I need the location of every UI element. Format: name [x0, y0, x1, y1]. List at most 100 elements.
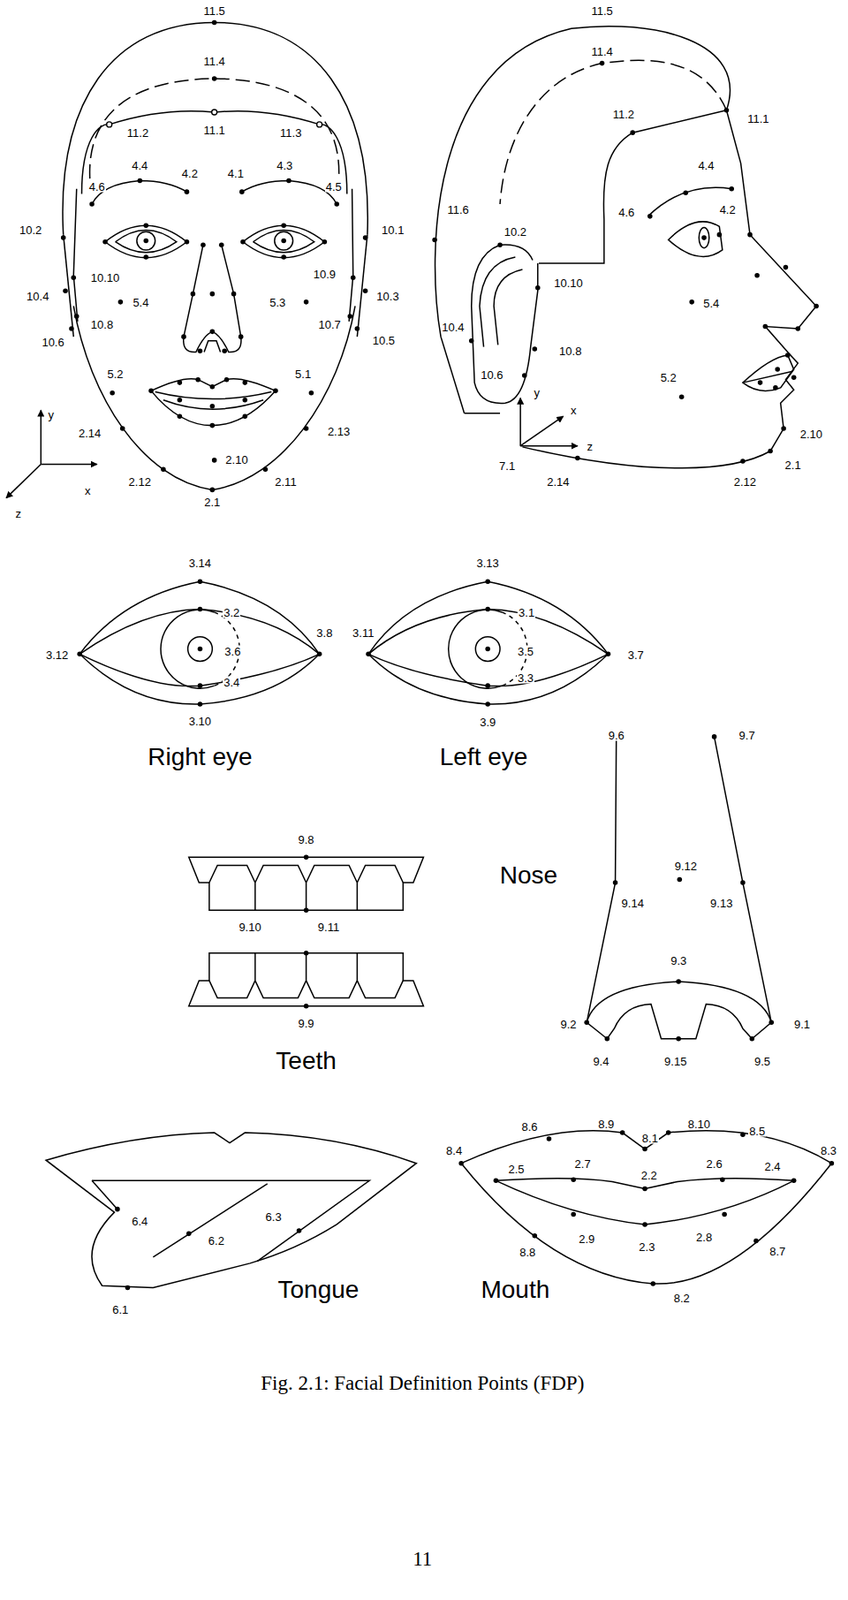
point-marker — [355, 325, 361, 332]
nose-line — [221, 244, 242, 337]
point-marker — [240, 239, 246, 245]
point-label: 10.2 — [18, 223, 43, 235]
eyebrow — [91, 180, 187, 205]
point-label: 8.6 — [521, 1120, 539, 1133]
point-marker — [599, 60, 606, 67]
point-label: 9.6 — [607, 728, 626, 741]
point-label: 4.6 — [88, 181, 106, 193]
lip-line — [742, 371, 792, 383]
point-label: 9.9 — [297, 1016, 316, 1029]
point-marker — [613, 734, 620, 740]
point-marker — [575, 455, 581, 462]
lips — [742, 355, 795, 391]
point-marker — [791, 1178, 797, 1184]
point-marker — [76, 651, 83, 658]
point-label: 10.4 — [440, 320, 465, 333]
hair-line — [90, 78, 340, 179]
point-marker — [768, 1020, 774, 1026]
point-marker — [774, 366, 780, 372]
eye-outline — [668, 221, 723, 258]
point-marker — [740, 458, 746, 464]
point-label: 3.6 — [223, 645, 242, 658]
point-label: 3.14 — [188, 556, 212, 568]
tongue-line — [91, 1180, 370, 1261]
point-marker — [605, 1036, 611, 1042]
point-marker — [242, 379, 249, 386]
front-face — [6, 22, 368, 498]
point-marker — [224, 377, 230, 383]
point-label: 9.1 — [793, 1017, 811, 1030]
lip-outline — [461, 1130, 832, 1284]
point-marker — [740, 1132, 746, 1138]
ear-line — [73, 189, 78, 322]
point-marker — [613, 879, 619, 886]
point-label: 11.5 — [590, 4, 614, 16]
forehead-line — [82, 111, 348, 195]
point-label: 8.3 — [819, 1143, 838, 1156]
point-marker — [177, 397, 183, 403]
nose-side — [714, 736, 773, 1023]
point-label: 3.3 — [516, 672, 535, 684]
mouth-detail — [461, 1130, 832, 1284]
point-marker — [431, 237, 438, 243]
point-marker — [303, 425, 310, 432]
iris-arc — [501, 612, 527, 686]
point-label: 8.7 — [768, 1245, 787, 1257]
point-marker — [212, 75, 218, 82]
point-marker — [333, 201, 340, 207]
point-marker — [583, 1020, 590, 1026]
point-marker — [783, 265, 789, 271]
point-label: 8.4 — [445, 1143, 463, 1156]
point-marker — [484, 701, 491, 707]
point-marker — [231, 291, 237, 297]
point-label: 10.6 — [40, 336, 65, 349]
point-marker — [197, 348, 204, 355]
point-label: 5.2 — [106, 367, 124, 379]
point-markers — [60, 20, 834, 1291]
point-marker — [190, 291, 197, 297]
pupil — [188, 636, 213, 662]
point-label: 5.3 — [268, 295, 287, 308]
point-marker — [813, 303, 819, 310]
point-label: 8.2 — [673, 1292, 691, 1304]
point-marker — [242, 397, 249, 403]
point-label: 3.13 — [476, 556, 500, 568]
pupil — [475, 636, 500, 662]
point-label: 3.11 — [351, 627, 375, 639]
eyelid — [368, 653, 608, 686]
point-marker — [212, 457, 218, 463]
point-marker — [60, 234, 67, 241]
point-marker — [350, 274, 356, 281]
axis-x — [40, 463, 98, 466]
point-label: 2.12 — [733, 476, 758, 488]
point-marker — [458, 1160, 464, 1166]
eyebrow — [648, 187, 733, 217]
point-marker — [70, 274, 76, 281]
point-marker — [347, 313, 353, 319]
point-label: 11.1 — [202, 123, 226, 136]
point-marker — [666, 1129, 672, 1136]
point-marker — [303, 950, 310, 956]
point-label: 3.9 — [478, 715, 497, 727]
head-outline — [62, 22, 368, 235]
point-marker — [210, 384, 216, 390]
point-marker — [497, 242, 503, 248]
iris — [698, 227, 710, 249]
point-marker — [303, 299, 310, 305]
point-label: 3.1 — [517, 606, 536, 619]
point-marker — [210, 403, 216, 409]
iris — [274, 231, 294, 250]
point-marker — [184, 239, 190, 245]
point-marker — [160, 467, 167, 473]
point-marker — [711, 734, 718, 740]
point-marker — [280, 222, 287, 228]
point-label: 6.4 — [130, 1214, 149, 1227]
point-marker — [689, 299, 695, 305]
section-title: Nose — [499, 863, 559, 888]
nostrils — [586, 981, 772, 1039]
point-marker — [212, 20, 218, 26]
lip-line — [495, 1180, 794, 1225]
point-marker — [221, 348, 228, 355]
